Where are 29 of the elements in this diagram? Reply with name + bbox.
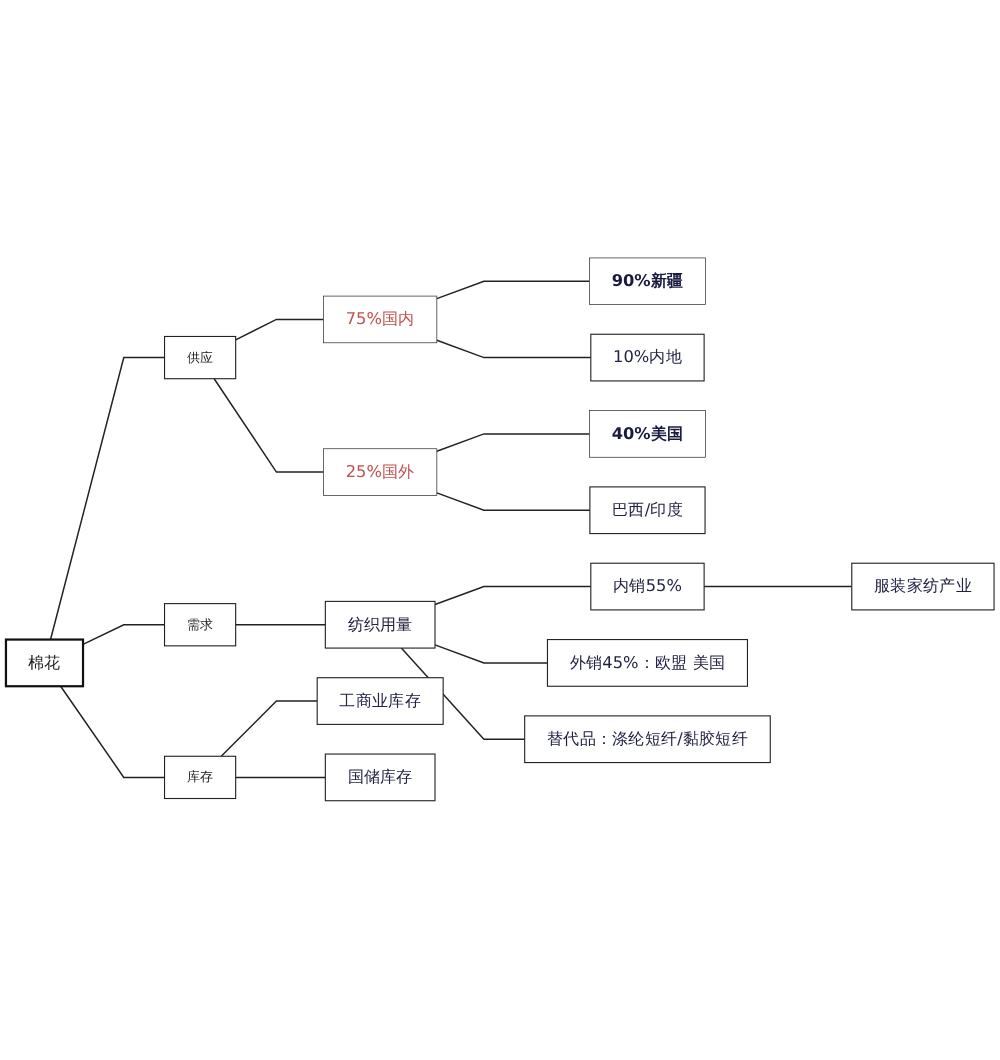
node-box: 40%美国 [589, 410, 706, 459]
connector [234, 319, 325, 342]
connector [59, 686, 166, 779]
node-box: 替代品：涤纶短纤/黏胶短纤 [524, 716, 771, 764]
node-box: 10%内地 [590, 334, 705, 383]
node-box: 棉花 [4, 639, 85, 688]
node-box: 工商业库存 [316, 677, 444, 726]
node-box: 纺织用量 [324, 601, 436, 650]
node-box: 90%新疆 [589, 258, 706, 306]
connector [436, 281, 591, 300]
connector [82, 624, 166, 646]
connector [436, 492, 591, 512]
connector [434, 586, 592, 606]
connector [220, 701, 318, 758]
node-box: 国储库存 [324, 754, 436, 802]
node-box: 75%国内 [323, 296, 438, 344]
node-box: 外销45%：欧盟 美国 [546, 639, 749, 688]
node-box: 服装家纺产业 [851, 563, 995, 612]
node-box: 25%国外 [323, 449, 438, 497]
connector [434, 644, 549, 665]
node-box: 巴西/印度 [589, 487, 706, 535]
connector [703, 586, 853, 588]
connector [436, 433, 591, 453]
connector [234, 777, 327, 779]
connector [436, 340, 592, 359]
connector [213, 378, 325, 474]
connector [234, 624, 327, 627]
connector [49, 357, 166, 641]
node-box: 内销55% [590, 563, 705, 612]
